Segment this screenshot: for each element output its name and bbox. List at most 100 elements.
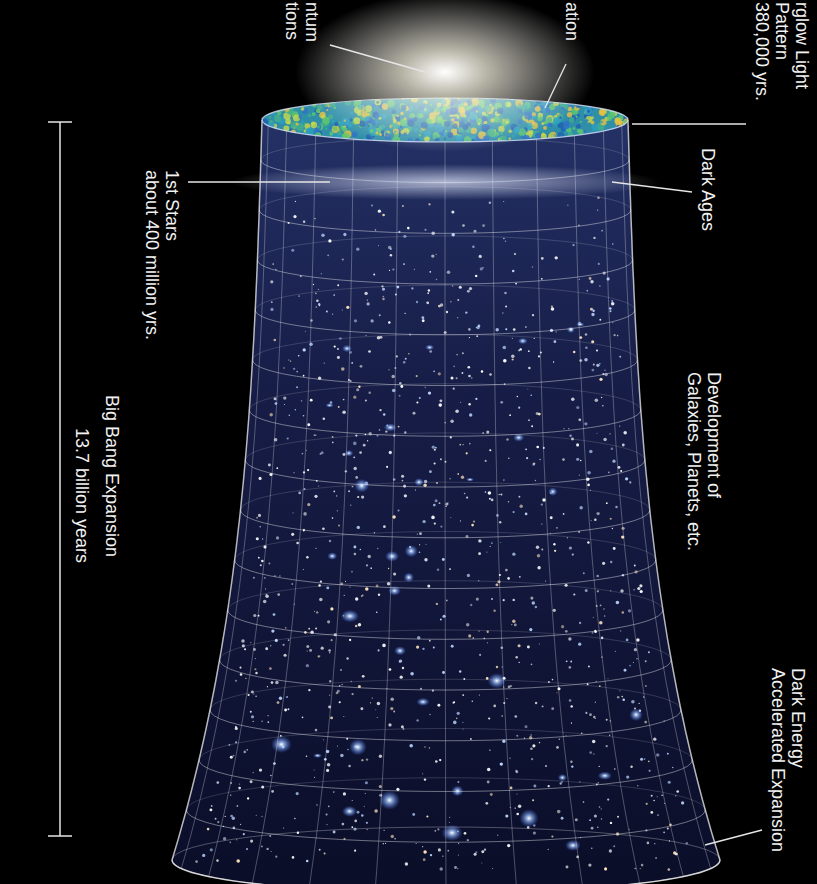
afterglow-speckle: [547, 133, 555, 141]
star: [571, 766, 573, 768]
star: [326, 813, 328, 815]
star: [383, 296, 385, 298]
star: [516, 793, 517, 794]
star: [428, 203, 430, 205]
star: [386, 466, 388, 468]
star: [271, 681, 274, 684]
star: [366, 829, 367, 830]
star: [429, 350, 432, 353]
star: [377, 702, 380, 705]
star: [293, 368, 295, 370]
star: [253, 614, 256, 617]
star: [479, 255, 482, 258]
star: [527, 646, 530, 649]
star: [442, 558, 445, 561]
afterglow-speckle: [592, 124, 599, 131]
star: [493, 610, 495, 612]
star: [251, 715, 254, 718]
star: [568, 666, 571, 669]
afterglow-speckle: [585, 119, 588, 122]
star: [321, 273, 322, 274]
afterglow-speckle: [583, 130, 586, 133]
star: [230, 794, 231, 795]
star: [593, 716, 595, 718]
star: [404, 494, 407, 497]
star: [476, 327, 477, 328]
star: [486, 551, 487, 552]
star: [568, 428, 569, 429]
star: [667, 753, 669, 755]
star: [246, 749, 248, 751]
star: [353, 546, 356, 549]
afterglow-speckle: [584, 107, 592, 115]
star: [354, 553, 357, 556]
star: [327, 254, 329, 256]
star: [333, 294, 335, 296]
star: [609, 735, 610, 736]
star: [379, 755, 382, 758]
star: [641, 864, 644, 867]
cone-body: [172, 120, 720, 884]
star: [619, 425, 620, 426]
star: [240, 673, 243, 676]
star: [672, 767, 674, 769]
galaxy: [565, 840, 581, 851]
timeline-label: rglow Light Pattern 380,000 yrs.: [752, 2, 812, 101]
star: [255, 658, 256, 659]
star: [470, 738, 472, 740]
star: [612, 243, 613, 244]
star: [347, 749, 349, 751]
star: [362, 675, 365, 678]
star: [360, 707, 363, 710]
star: [318, 655, 320, 657]
star: [579, 279, 580, 280]
star: [508, 457, 510, 459]
star: [446, 311, 448, 313]
star: [270, 280, 273, 283]
star: [562, 458, 565, 461]
star: [598, 263, 600, 265]
star: [389, 270, 390, 271]
afterglow-speckle: [587, 110, 590, 113]
star: [437, 704, 440, 707]
star: [429, 271, 431, 273]
star: [599, 621, 603, 625]
star: [329, 540, 331, 542]
star: [247, 797, 249, 799]
star: [440, 619, 442, 621]
star: [479, 694, 480, 695]
star: [303, 221, 306, 224]
star: [468, 634, 471, 637]
star: [314, 777, 315, 778]
star: [259, 526, 261, 528]
star: [639, 584, 642, 587]
star: [525, 448, 527, 450]
star: [485, 491, 487, 493]
star: [503, 346, 507, 350]
star: [583, 801, 585, 803]
star: [475, 275, 477, 277]
star: [587, 471, 591, 475]
star: [640, 758, 643, 761]
star: [330, 716, 333, 719]
star: [471, 524, 474, 527]
grid-meridian: [492, 141, 517, 884]
star: [303, 375, 305, 377]
star: [453, 721, 457, 725]
star: [634, 648, 637, 651]
star: [459, 670, 461, 672]
star: [379, 785, 382, 788]
galaxy: [518, 338, 528, 345]
star: [209, 808, 212, 811]
star: [303, 569, 304, 570]
star: [551, 707, 554, 710]
star: [315, 729, 318, 732]
star: [402, 205, 404, 207]
star: [634, 868, 635, 869]
afterglow-speckle: [269, 120, 272, 123]
star: [639, 703, 640, 704]
star: [401, 480, 403, 482]
star: [622, 444, 625, 447]
star: [340, 669, 342, 671]
star: [321, 647, 324, 650]
